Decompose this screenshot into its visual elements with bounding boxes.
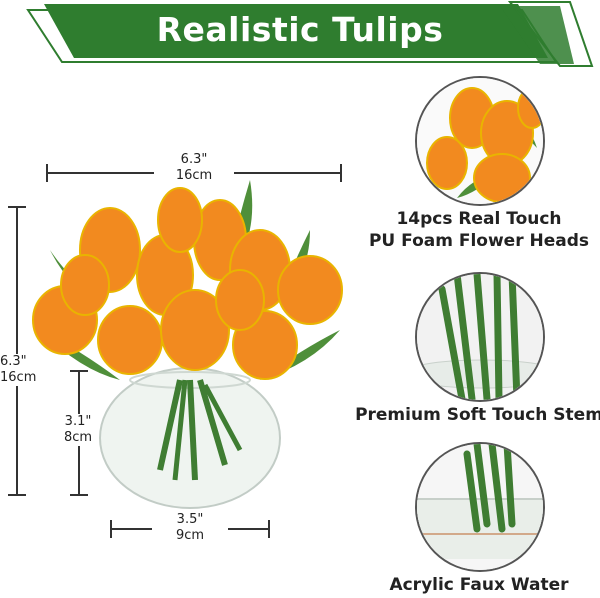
vase-width-tick-right <box>268 520 270 538</box>
width-dimension-tick-right <box>340 164 342 182</box>
vase-height-tick-bottom <box>70 494 88 496</box>
feature-label-flower-heads: 14pcs Real Touch PU Foam Flower Heads <box>368 209 590 251</box>
height-dimension-label: 6.3" 16cm <box>0 354 40 386</box>
tulip-heads-closeup-icon <box>417 78 543 204</box>
height-dimension-line <box>16 206 18 496</box>
title-banner: Realistic Tulips <box>0 0 600 72</box>
page-title: Realistic Tulips <box>156 10 444 49</box>
feature-label-water: Acrylic Faux Water <box>389 575 569 595</box>
vase-width-tick-left <box>110 520 112 538</box>
tulip-arrangement-image <box>32 180 343 509</box>
feature-image-stems <box>415 272 545 402</box>
width-dimension-label: 6.3" 16cm <box>154 152 234 184</box>
banner-shape <box>26 0 594 67</box>
stems-closeup-icon <box>417 274 543 400</box>
feature-label-stems: Premium Soft Touch Stem <box>355 405 600 425</box>
vase-width-label: 3.5" 9cm <box>152 512 228 544</box>
vase-height-label: 3.1" 8cm <box>56 414 100 446</box>
feature-image-water <box>415 442 545 572</box>
feature-image-flower-heads <box>415 76 545 206</box>
height-dimension-tick-top <box>8 206 26 208</box>
water-closeup-icon <box>417 444 543 570</box>
height-dimension-tick-bottom <box>8 494 26 496</box>
width-dimension-tick-left <box>46 164 48 182</box>
vase-height-tick-top <box>70 370 88 372</box>
